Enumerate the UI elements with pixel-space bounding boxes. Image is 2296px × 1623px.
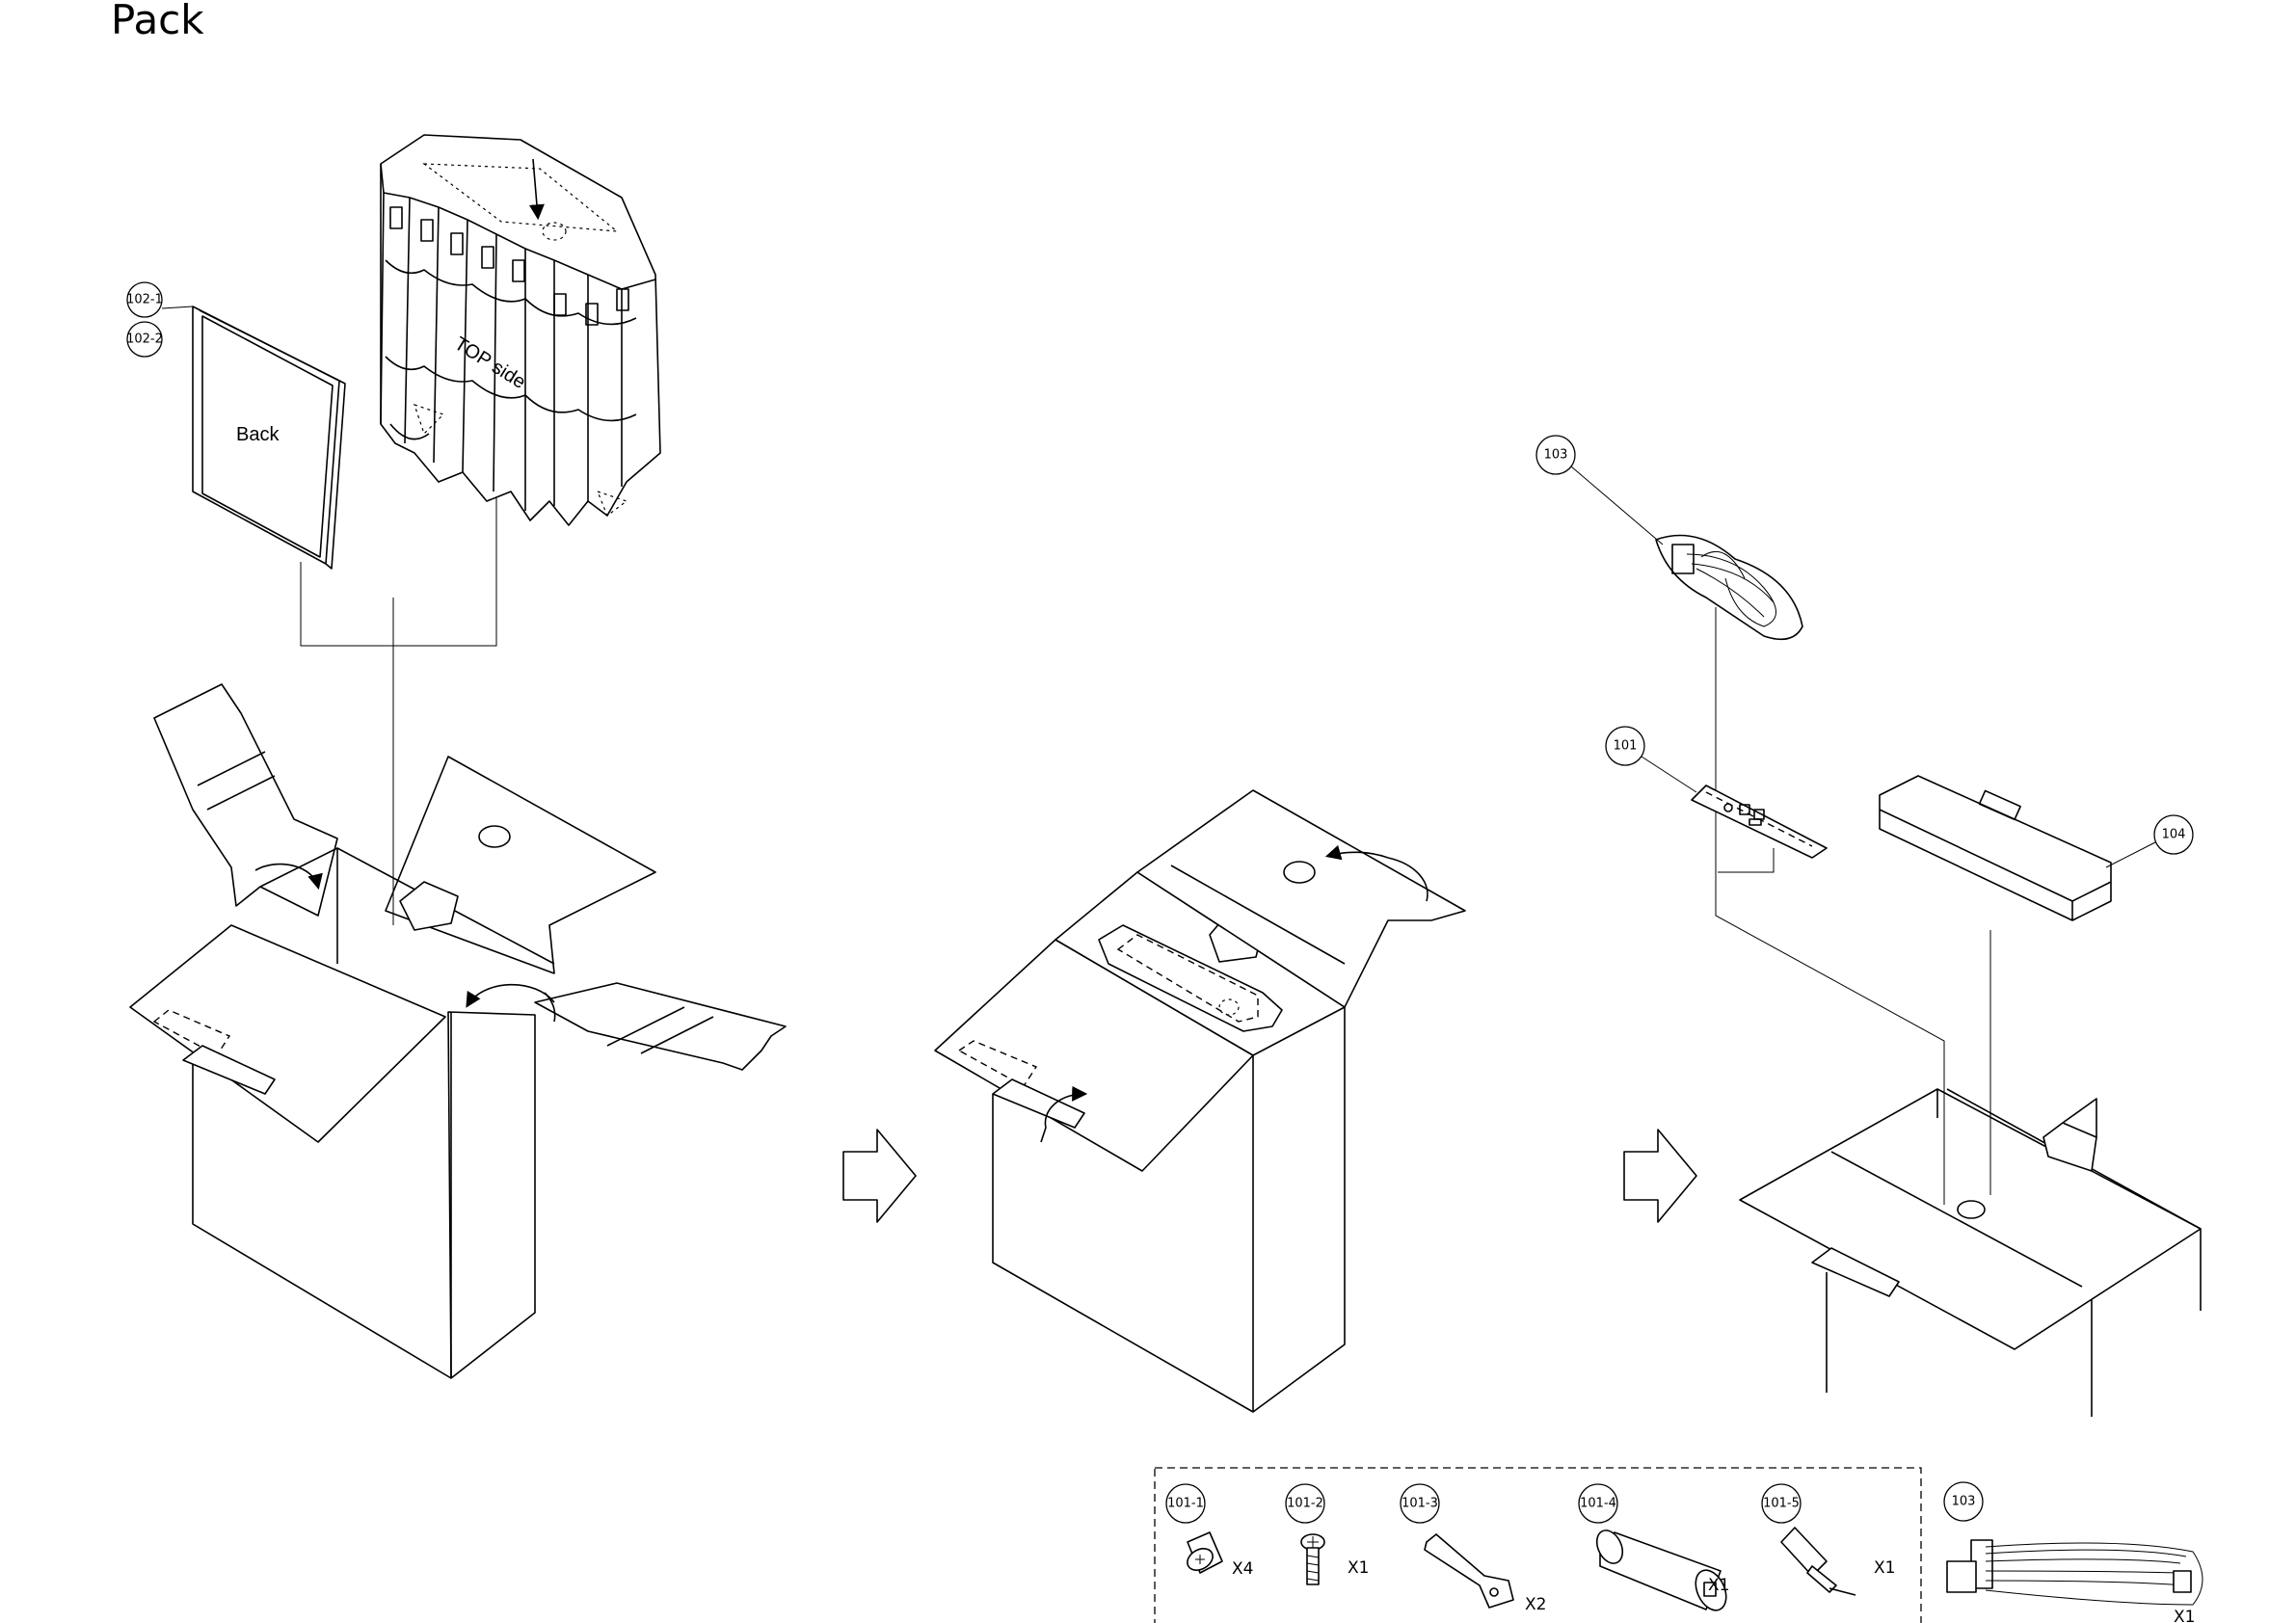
callout-101-2: 101-2	[1286, 1484, 1324, 1523]
callout-103: 103	[1536, 436, 1663, 545]
parts-bag	[1692, 785, 1827, 858]
svg-text:101: 101	[1614, 739, 1638, 754]
back-label: Back	[236, 424, 280, 445]
svg-text:101-1: 101-1	[1167, 1497, 1204, 1511]
step1-open-box	[130, 496, 786, 1378]
key-101-3-icon	[1425, 1534, 1513, 1608]
step2-box	[935, 790, 1465, 1412]
svg-text:101-4: 101-4	[1580, 1497, 1616, 1511]
svg-text:103: 103	[1952, 1495, 1976, 1509]
svg-text:101-2: 101-2	[1287, 1497, 1323, 1511]
cable-103-detail-icon	[1947, 1540, 2203, 1605]
screw-101-2-icon	[1301, 1534, 1324, 1584]
cylinder-101-4-icon	[1592, 1527, 1732, 1615]
step-arrow-2	[1624, 1130, 1696, 1222]
callout-101-5: 101-5	[1762, 1484, 1801, 1523]
remote-control	[1880, 776, 2111, 920]
callout-102-1: 102-1	[126, 282, 193, 317]
callout-103-detail: 103	[1944, 1482, 1983, 1521]
qty-101-5: X1	[1874, 1558, 1895, 1578]
callout-101-1: 101-1	[1166, 1484, 1205, 1523]
qty-103: X1	[2174, 1608, 2195, 1623]
cable-harness	[1656, 536, 1802, 640]
air-cushion: TOP side	[381, 135, 660, 525]
callout-101-3: 101-3	[1401, 1484, 1439, 1523]
qty-101-2: X1	[1348, 1558, 1369, 1578]
svg-text:103: 103	[1544, 448, 1568, 463]
callout-104: 104	[2106, 815, 2193, 867]
step-arrow-1	[843, 1130, 916, 1222]
callout-101-4: 101-4	[1579, 1484, 1617, 1523]
svg-text:102-2: 102-2	[126, 333, 163, 347]
standoff-101-5-icon	[1781, 1528, 1855, 1595]
svg-text:101-5: 101-5	[1763, 1497, 1800, 1511]
svg-text:102-1: 102-1	[126, 293, 163, 307]
screw-101-1-icon	[1184, 1532, 1222, 1575]
svg-text:104: 104	[2162, 828, 2186, 842]
svg-text:101-3: 101-3	[1402, 1497, 1438, 1511]
callout-102-2: 102-2	[126, 322, 163, 357]
step3-box	[1716, 607, 2201, 1417]
qty-101-3: X2	[1525, 1595, 1546, 1614]
qty-101-4: X1	[1708, 1576, 1729, 1595]
callout-101: 101	[1606, 727, 1696, 792]
back-panel: Back	[193, 306, 345, 569]
qty-101-1: X4	[1232, 1559, 1253, 1579]
